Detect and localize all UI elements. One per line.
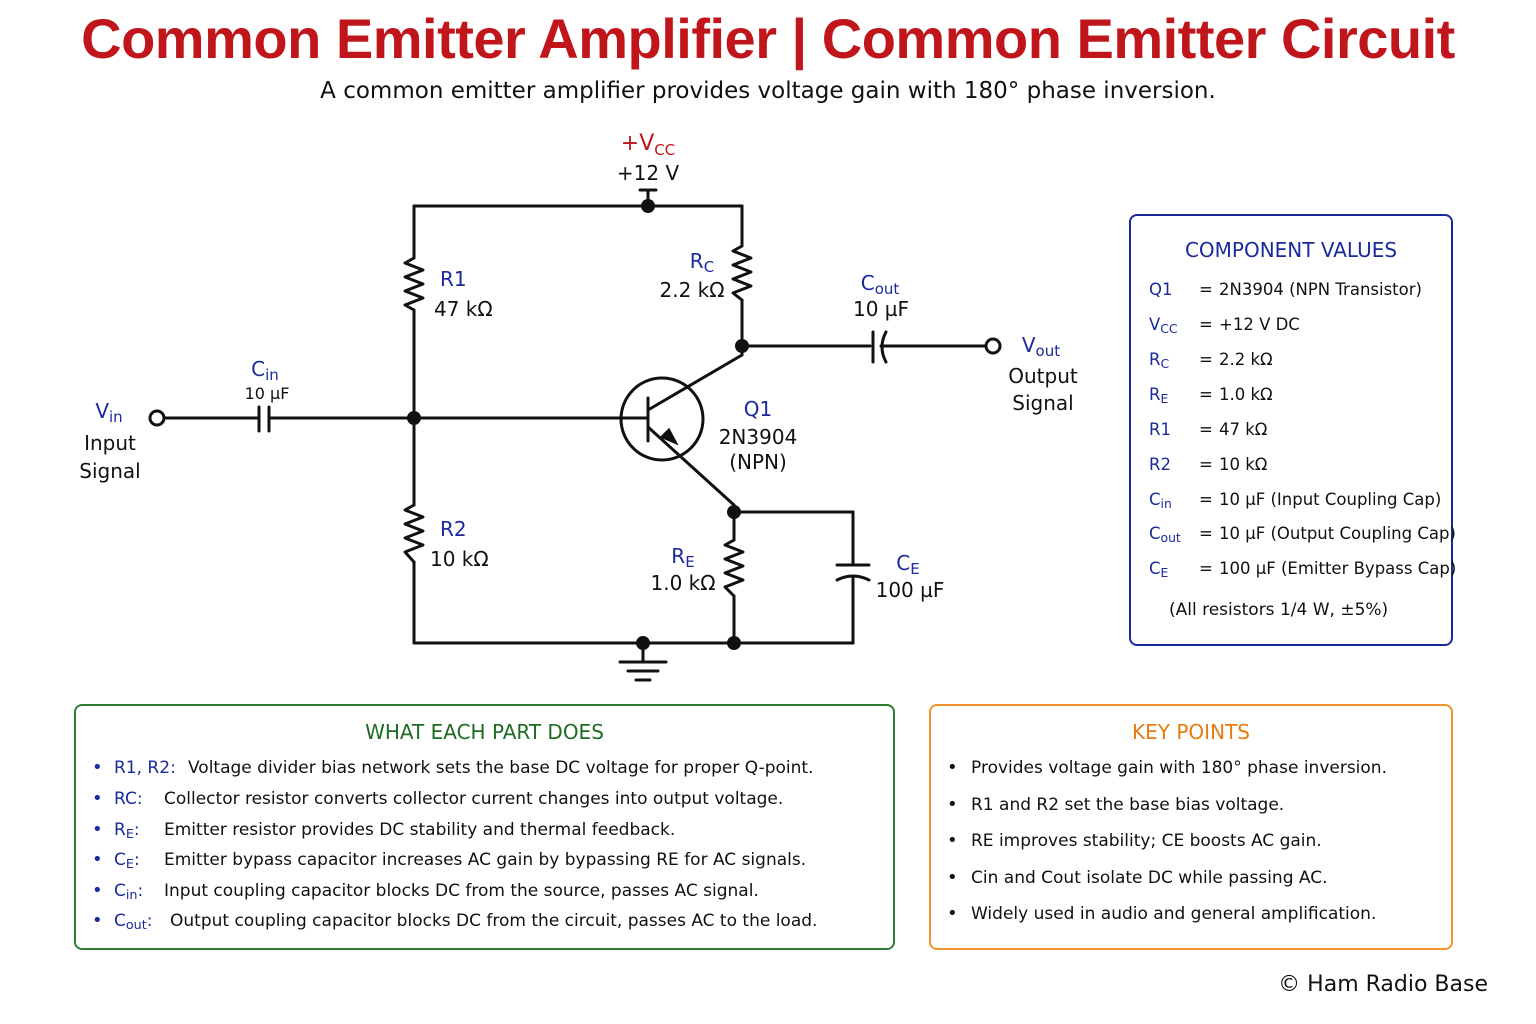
value-symbol: Q1 xyxy=(1149,280,1173,299)
list-item: •R1 and R2 set the base bias voltage. xyxy=(947,794,1285,815)
value-text: 10 µF (Output Coupling Cap) xyxy=(1219,524,1456,543)
component-values-panel: COMPONENT VALUES Q1=2N3904 (NPN Transist… xyxy=(1129,214,1456,646)
vin-terminal xyxy=(148,409,166,427)
ce-value: 100 µF xyxy=(876,578,945,602)
r1-value: 47 kΩ xyxy=(434,297,493,321)
value-row: Cout=10 µF (Output Coupling Cap) xyxy=(1149,520,1456,548)
value-text: 2N3904 (NPN Transistor) xyxy=(1219,280,1422,299)
vcc-label: +VCC xyxy=(621,131,675,159)
r1-label: R1 xyxy=(440,267,467,291)
key-points-title: KEY POINTS xyxy=(1132,720,1250,744)
r2-resistor xyxy=(403,503,425,564)
list-item: •CE:Emitter bypass capacitor increases A… xyxy=(92,849,807,873)
cin-value: 10 µF xyxy=(245,384,290,403)
value-row: Q1=2N3904 (NPN Transistor) xyxy=(1149,276,1422,304)
value-text: 100 µF (Emitter Bypass Cap) xyxy=(1219,559,1457,578)
value-row: VCC=+12 V DC xyxy=(1149,311,1300,339)
r2-label: R2 xyxy=(440,517,467,541)
list-item: •RE:Emitter resistor provides DC stabili… xyxy=(92,819,676,843)
vin-desc-line2: Signal xyxy=(79,459,140,483)
page-title: Common Emitter Amplifier | Common Emitte… xyxy=(81,7,1455,70)
value-text: 47 kΩ xyxy=(1219,420,1268,439)
vcc-node-dot xyxy=(641,199,655,213)
list-item: •Cout:Output coupling capacitor blocks D… xyxy=(92,910,818,934)
vin-desc-line1: Input xyxy=(84,431,136,455)
cin-label: Cin xyxy=(251,357,279,384)
component-values-title: COMPONENT VALUES xyxy=(1184,238,1398,262)
vcc-value: +12 V xyxy=(617,161,680,185)
cout-label: Cout xyxy=(861,271,900,298)
rc-resistor xyxy=(731,244,753,302)
vout-label: Vout xyxy=(1022,333,1060,360)
list-item: •Cin and Cout isolate DC while passing A… xyxy=(947,867,1328,888)
list-item: •RC:Collector resistor converts collecto… xyxy=(92,788,784,809)
value-symbol: RE xyxy=(1149,385,1169,407)
value-text: +12 V DC xyxy=(1219,315,1300,334)
re-label: RE xyxy=(671,544,694,571)
r1-resistor xyxy=(403,256,425,312)
copyright-notice: © Ham Radio Base xyxy=(1278,972,1488,997)
r2-value: 10 kΩ xyxy=(430,547,489,571)
key-points-panel: KEY POINTS •Provides voltage gain with 1… xyxy=(929,704,1453,950)
cout-value: 10 µF xyxy=(853,297,909,321)
q1-type: (NPN) xyxy=(729,450,787,474)
re-ground-node-dot xyxy=(727,636,741,650)
q1-part: 2N3904 xyxy=(719,425,798,449)
value-symbol: Cin xyxy=(1149,490,1172,512)
page-subtitle: A common emitter amplifier provides volt… xyxy=(320,78,1216,104)
rc-label: RC xyxy=(690,249,714,276)
q1-collector-lead xyxy=(646,353,744,412)
re-resistor xyxy=(723,538,745,598)
emitter-node-dot xyxy=(727,505,741,519)
what-each-part-does-panel: WHAT EACH PART DOES •R1, R2:Voltage divi… xyxy=(74,704,895,950)
value-symbol: R2 xyxy=(1149,455,1171,474)
re-value: 1.0 kΩ xyxy=(650,571,715,595)
value-row: R1=47 kΩ xyxy=(1149,416,1267,444)
value-row: R2=10 kΩ xyxy=(1149,451,1267,479)
q1-label: Q1 xyxy=(744,397,772,421)
value-symbol: R1 xyxy=(1149,420,1171,439)
list-item: •RE improves stability; CE boosts AC gai… xyxy=(947,830,1322,851)
value-symbol: CE xyxy=(1149,559,1169,581)
value-symbol: RC xyxy=(1149,350,1170,372)
value-row: CE=100 µF (Emitter Bypass Cap) xyxy=(1149,555,1456,583)
resistor-note: (All resistors 1/4 W, ±5%) xyxy=(1169,600,1389,620)
q1-emitter-lead xyxy=(646,425,736,507)
vout-desc-line2: Signal xyxy=(1012,391,1073,415)
vout-desc-line1: Output xyxy=(1008,364,1078,388)
q1-transistor-body xyxy=(619,376,705,462)
value-symbol: VCC xyxy=(1149,315,1178,337)
ce-label: CE xyxy=(896,551,919,578)
value-row: RC=2.2 kΩ xyxy=(1149,346,1273,374)
list-item: •Widely used in audio and general amplif… xyxy=(947,903,1377,924)
collector-node-dot xyxy=(735,339,749,353)
base-node-dot xyxy=(407,411,421,425)
value-text: 2.2 kΩ xyxy=(1219,350,1273,369)
ground-node-dot xyxy=(636,636,650,650)
value-text: 10 µF (Input Coupling Cap) xyxy=(1219,490,1442,509)
rc-value: 2.2 kΩ xyxy=(659,278,724,302)
list-item: •Provides voltage gain with 180° phase i… xyxy=(947,757,1387,778)
value-row: Cin=10 µF (Input Coupling Cap) xyxy=(1149,486,1441,514)
q1-emitter-arrow xyxy=(659,427,679,446)
vout-terminal xyxy=(984,337,1002,355)
value-row: RE=1.0 kΩ xyxy=(1149,381,1273,409)
list-item: •Cin:Input coupling capacitor blocks DC … xyxy=(92,880,759,904)
value-text: 1.0 kΩ xyxy=(1219,385,1273,404)
value-text: 10 kΩ xyxy=(1219,455,1268,474)
value-symbol: Cout xyxy=(1149,524,1181,546)
list-item: •R1, R2:Voltage divider bias network set… xyxy=(92,757,814,778)
vin-label: Vin xyxy=(95,399,122,426)
parts-title: WHAT EACH PART DOES xyxy=(365,720,604,744)
